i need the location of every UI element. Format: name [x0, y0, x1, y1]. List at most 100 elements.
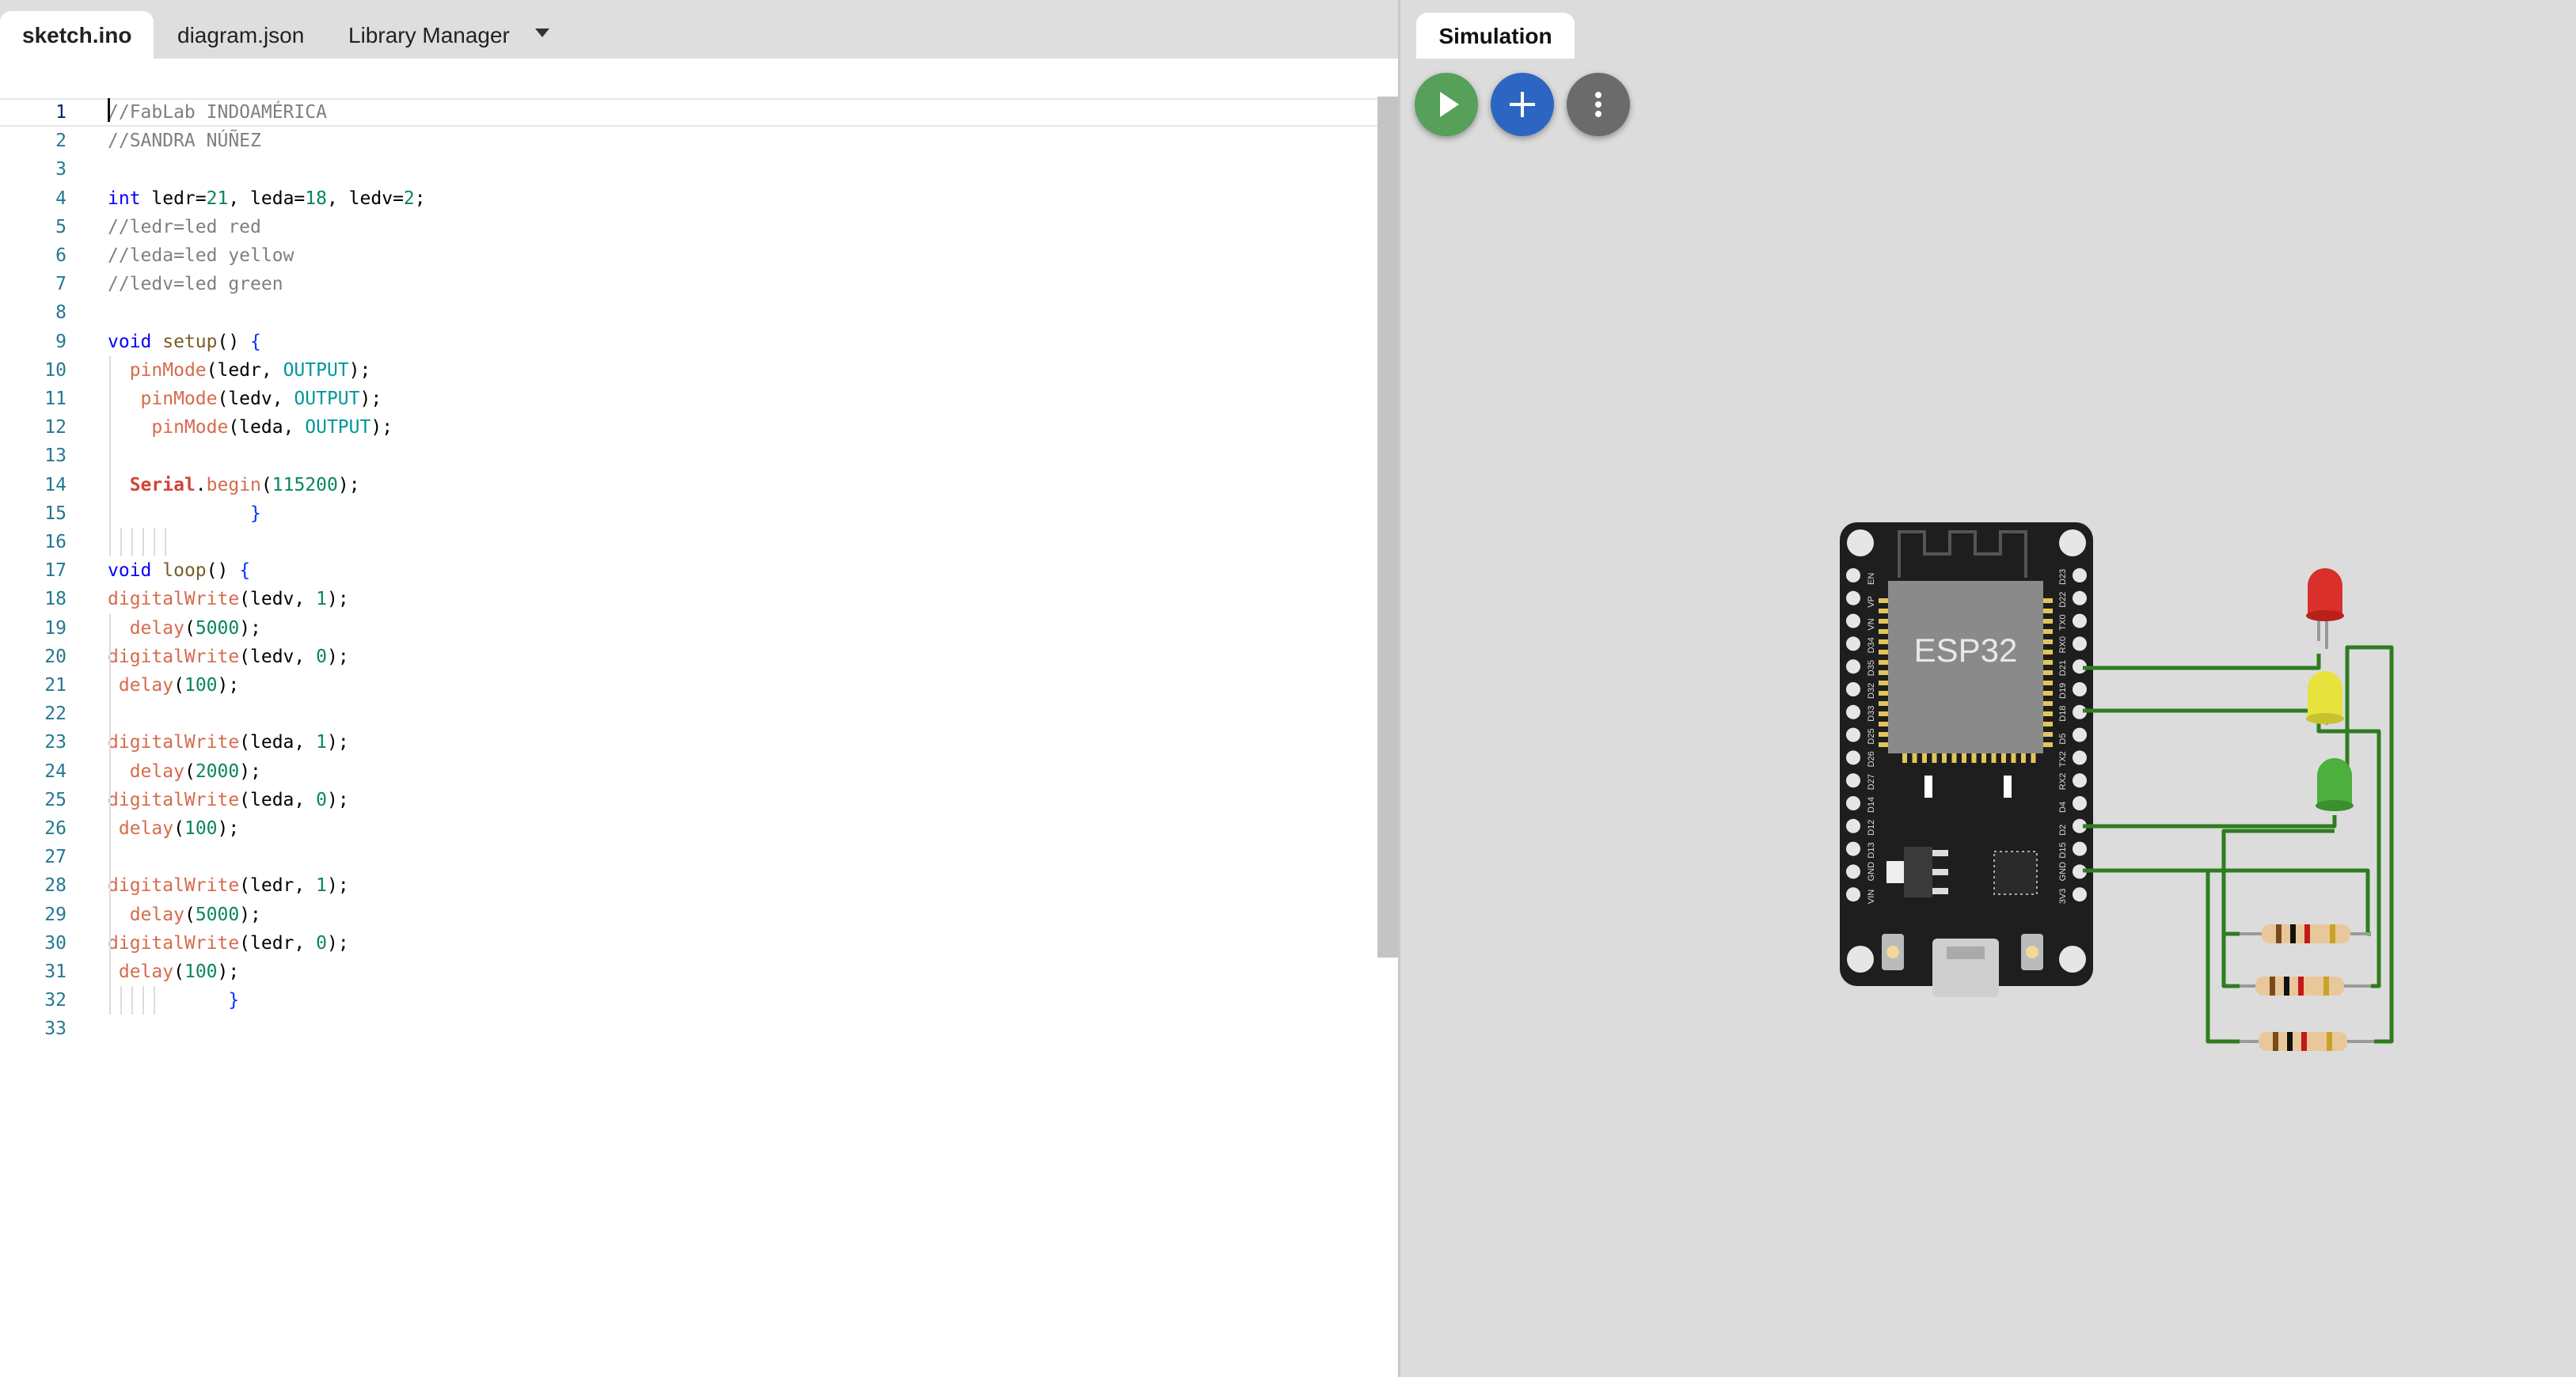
wire-led-green-resistor[interactable] — [2221, 829, 2335, 936]
code-line[interactable]: 22 — [0, 700, 1377, 728]
pin-hole[interactable] — [1846, 568, 1860, 582]
tabs-dropdown-icon[interactable] — [535, 28, 549, 37]
code-line[interactable]: 24 delay(2000); — [0, 757, 1377, 786]
pin-hole[interactable] — [1846, 636, 1860, 651]
pin-hole[interactable] — [1846, 704, 1860, 719]
pin-hole[interactable] — [1846, 773, 1860, 788]
add-part-button[interactable] — [1491, 73, 1554, 136]
code-line[interactable]: 10 pinMode(ledr, OUTPUT); — [0, 356, 1377, 385]
code-token: int — [108, 188, 141, 209]
resistor-1[interactable] — [2240, 924, 2371, 943]
code-token: ( — [173, 962, 184, 982]
pin-hole[interactable] — [1846, 590, 1860, 605]
wires[interactable] — [2083, 645, 2394, 1044]
pin-hole[interactable] — [1846, 864, 1860, 879]
code-line[interactable]: 19 delay(5000); — [0, 614, 1377, 643]
code-token: () — [206, 560, 240, 582]
pin-hole[interactable] — [2073, 841, 2087, 856]
led-red[interactable] — [2306, 568, 2344, 649]
resistor-3[interactable] — [2240, 1032, 2374, 1051]
pin-hole[interactable] — [1846, 818, 1860, 833]
tab-simulation[interactable]: Simulation — [1416, 13, 1575, 59]
led-yellow[interactable] — [2306, 671, 2344, 725]
code-line[interactable]: 16 — [0, 528, 1377, 556]
tab-diagram-json[interactable]: diagram.json — [177, 23, 305, 47]
wire-yellow-resistor[interactable] — [2316, 720, 2381, 988]
code-token: //FabLab INDOAMÉRICA — [108, 102, 327, 123]
code-token: ); — [326, 875, 349, 897]
pin-hole[interactable] — [2073, 773, 2087, 788]
code-token: ( — [184, 761, 196, 782]
tab-library-manager[interactable]: Library Manager — [348, 23, 510, 47]
code-line[interactable]: 27 — [0, 843, 1377, 871]
wire-d18-yellow-led[interactable] — [2083, 708, 2321, 720]
pin-hole[interactable] — [2073, 659, 2087, 674]
pin-hole[interactable] — [2073, 682, 2087, 696]
pin-hole[interactable] — [2073, 796, 2087, 810]
pin-hole[interactable] — [2073, 750, 2087, 765]
code-token: delay — [118, 962, 174, 982]
code-line[interactable]: 8 — [0, 298, 1377, 327]
pin-hole[interactable] — [2073, 613, 2087, 628]
code-line[interactable]: 13 — [0, 442, 1377, 470]
pin-hole[interactable] — [2073, 636, 2087, 651]
esp32-board[interactable]: ESP32 ENVPVND34D35D32D33D25D26D27D14D12D… — [1840, 522, 2093, 997]
wire-d21-red-led[interactable] — [2083, 654, 2321, 670]
pin-hole[interactable] — [2073, 568, 2087, 582]
code-line[interactable]: 1//FabLab INDOAMÉRICA — [0, 98, 1377, 127]
led-green[interactable] — [2316, 758, 2354, 811]
pin-hole[interactable] — [2073, 887, 2087, 902]
wire-d2-green-led[interactable] — [2083, 815, 2337, 829]
code-token: ( — [184, 904, 196, 925]
code-line[interactable]: 21 delay(100); — [0, 671, 1377, 700]
pin-hole[interactable] — [2073, 864, 2087, 879]
wire-gnd-resistor3[interactable] — [2083, 868, 2240, 1044]
pin-hole[interactable] — [1846, 727, 1860, 742]
pin-hole[interactable] — [1846, 887, 1860, 902]
code-token: (ledr, — [239, 875, 317, 897]
resistor-2[interactable] — [2240, 977, 2371, 996]
more-options-button[interactable] — [1567, 73, 1630, 136]
pin-label: 3V3 — [2058, 889, 2068, 905]
pin-hole[interactable] — [1846, 659, 1860, 674]
pin-hole[interactable] — [1846, 682, 1860, 696]
code-line[interactable]: 14 Serial.begin(115200); — [0, 471, 1377, 499]
start-simulation-button[interactable] — [1415, 73, 1478, 136]
pin-hole[interactable] — [1846, 841, 1860, 856]
code-line[interactable]: 31 delay(100); — [0, 958, 1377, 986]
pin-hole[interactable] — [2073, 727, 2087, 742]
code-line[interactable]: 11 pinMode(ledv, OUTPUT); — [0, 385, 1377, 413]
pin-hole[interactable] — [2073, 818, 2087, 833]
code-line[interactable]: 33 — [0, 1015, 1377, 1043]
pin-hole[interactable] — [2073, 590, 2087, 605]
pin-hole[interactable] — [1846, 796, 1860, 810]
code-line[interactable]: 5//ledr=led red — [0, 213, 1377, 241]
code-line[interactable]: 3 — [0, 155, 1377, 184]
wire-gnd-bus[interactable] — [2221, 934, 2240, 988]
code-line[interactable]: 15 } — [0, 499, 1377, 528]
code-line[interactable]: 2//SANDRA NÚÑEZ — [0, 127, 1377, 155]
code-line[interactable]: 12 pinMode(leda, OUTPUT); — [0, 413, 1377, 442]
pin-hole[interactable] — [1846, 613, 1860, 628]
circuit-canvas[interactable]: ESP32 ENVPVND34D35D32D33D25D26D27D14D12D… — [1400, 0, 2576, 1377]
code-token: ); — [370, 417, 393, 438]
code-line[interactable]: 26 delay(100); — [0, 814, 1377, 843]
pin-hole[interactable] — [1846, 750, 1860, 765]
editor-scrollbar[interactable] — [1377, 97, 1398, 958]
code-line[interactable]: 6//leda=led yellow — [0, 241, 1377, 270]
pin-hole[interactable] — [2073, 704, 2087, 719]
code-line[interactable]: 32 } — [0, 986, 1377, 1015]
code-line[interactable]: 29 delay(5000); — [0, 901, 1377, 929]
code-line[interactable]: 7//ledv=led green — [0, 270, 1377, 298]
tab-sketch-ino[interactable]: sketch.ino — [0, 11, 154, 59]
